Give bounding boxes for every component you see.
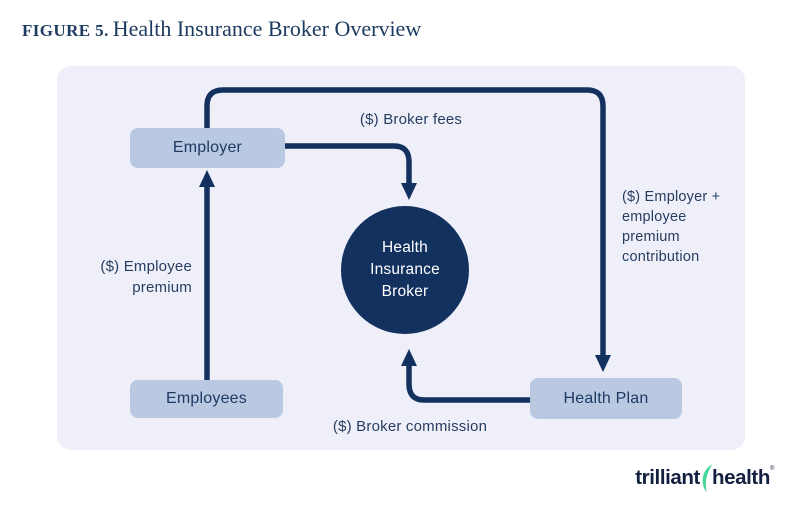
arrow-layer — [199, 87, 611, 403]
logo-word-health: health — [711, 466, 770, 489]
trilliant-health-logo: trilliant health ® — [635, 464, 774, 492]
node-broker-label: Health Insurance Broker — [370, 239, 440, 300]
node-health-insurance-broker: Health Insurance Broker — [341, 206, 469, 334]
figure-title: FIGURE 5. Health Insurance Broker Overvi… — [22, 16, 421, 42]
diagram-panel: Employer Employees Health Plan Health In… — [57, 66, 745, 450]
arrowhead-up-icon — [401, 349, 417, 366]
edge-label-broker-commission: ($) Broker commission — [332, 418, 488, 435]
arrowhead-down-icon — [595, 355, 611, 372]
node-employees-label: Employees — [166, 390, 247, 407]
arrowhead-down-icon — [401, 183, 417, 200]
swoosh-icon — [702, 464, 713, 492]
node-health-plan-label: Health Plan — [563, 389, 649, 407]
arrow-premium-contribution — [204, 87, 611, 372]
arrow-employee-premium — [199, 170, 215, 380]
logo-word-trilliant: trilliant — [635, 466, 700, 489]
edge-label-broker-fees: ($) Broker fees — [359, 111, 463, 128]
node-employees: Employees — [130, 380, 283, 418]
node-health-plan: Health Plan — [530, 378, 682, 419]
edge-label-employee-premium: ($) Employee premium — [100, 258, 192, 296]
node-employer: Employer — [130, 128, 285, 168]
registered-mark: ® — [769, 466, 774, 472]
figure-heading: Health Insurance Broker Overview — [112, 16, 422, 41]
node-employer-label: Employer — [172, 139, 243, 156]
arrow-broker-commission — [401, 349, 530, 403]
figure-number: FIGURE 5. — [22, 21, 109, 40]
arrowhead-up-icon — [199, 170, 215, 187]
edge-label-premium-contribution: ($) Employer + employee premium contribu… — [622, 189, 721, 265]
arrow-broker-fees — [285, 143, 417, 200]
